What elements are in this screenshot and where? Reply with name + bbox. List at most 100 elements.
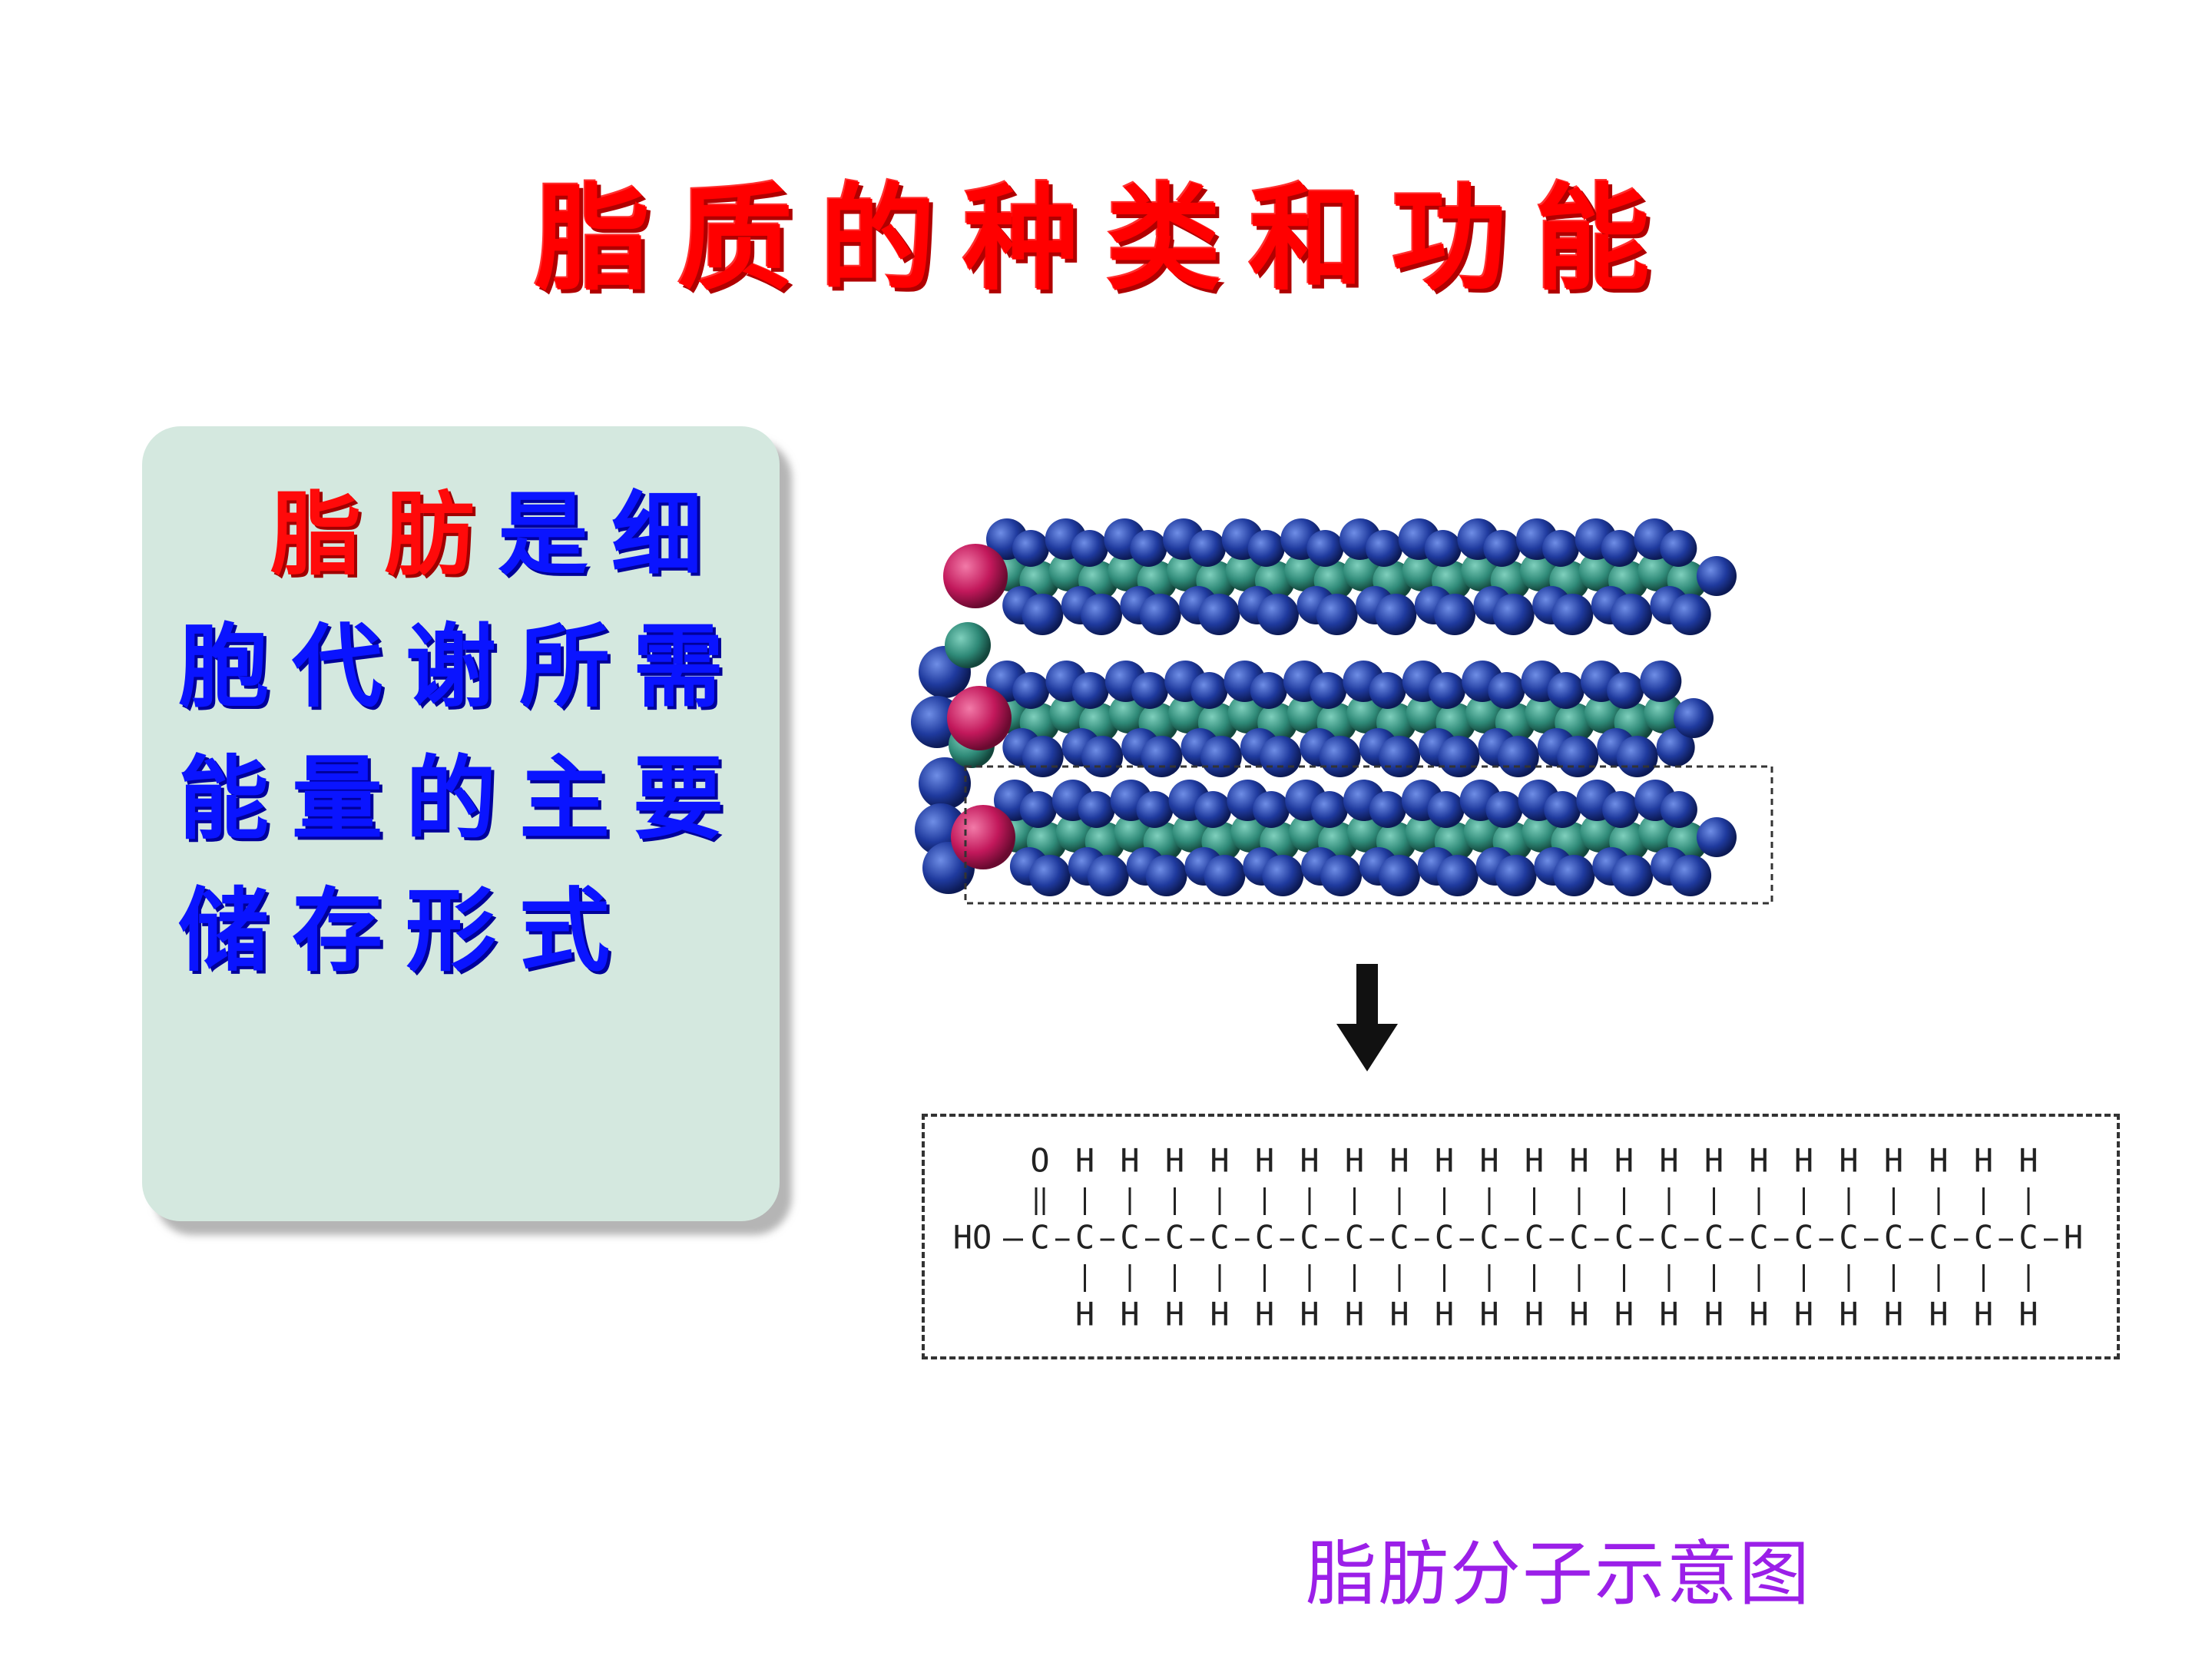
hydrogen-atom: [1669, 594, 1711, 635]
slide-title: 脂质的种类和功能: [534, 173, 1677, 306]
hydrogen-label: H: [1749, 1142, 1768, 1180]
hydrogen-atom: [1483, 530, 1521, 567]
oxygen-label: O: [1030, 1142, 1049, 1180]
hydrogen-atom: [1616, 736, 1658, 777]
hydrogen-atom: [1488, 672, 1525, 709]
hydrogen-atom: [1379, 736, 1421, 777]
hydrogen-atom: [1306, 530, 1344, 567]
hydrogen-atom: [1551, 594, 1594, 635]
hydrogen-label: H: [1435, 1142, 1454, 1180]
hydrogen-label: H: [1479, 1142, 1498, 1180]
hydrogen-atom: [1656, 728, 1695, 767]
hydrogen-atom: [1189, 530, 1226, 567]
hydrogen-atom: [1557, 736, 1599, 777]
hydroxyl-group: HO: [953, 1219, 992, 1257]
carbon-label: C: [1030, 1219, 1049, 1257]
hydrogen-label: H: [1345, 1296, 1364, 1333]
hydrogen-label: H: [1165, 1142, 1184, 1180]
hydrogen-atom: [1310, 791, 1348, 828]
hydrogen-atom: [1253, 791, 1290, 828]
carbon-label: C: [1839, 1219, 1858, 1257]
carbon-label: C: [1120, 1219, 1139, 1257]
hydrogen-label: H: [1794, 1142, 1813, 1180]
hydrogen-label: H: [1255, 1296, 1274, 1333]
hydrogen-atom: [1670, 855, 1712, 896]
oxygen-atom: [951, 805, 1015, 869]
hydrogen-label: H: [1255, 1142, 1274, 1180]
carbon-label: C: [1659, 1219, 1678, 1257]
hydrogen-atom: [1247, 530, 1285, 567]
hydrogen-atom: [1190, 672, 1228, 709]
hydrogen-atom: [1674, 698, 1714, 738]
hydrogen-label: H: [1884, 1142, 1903, 1180]
carbon-label: C: [1210, 1219, 1229, 1257]
hydrogen-atom: [1366, 530, 1402, 567]
hydrogen-atom: [1131, 672, 1168, 709]
hydrogen-atom: [1492, 594, 1535, 635]
carbon-label: C: [1389, 1219, 1409, 1257]
hydrogen-atom: [1495, 855, 1537, 896]
oxygen-atom: [947, 686, 1012, 750]
hydrogen-label: H: [1929, 1142, 1948, 1180]
carbon-label: C: [1479, 1219, 1498, 1257]
hydrogen-atom: [1310, 672, 1347, 709]
hydrogen-atom: [1141, 736, 1183, 777]
hydrogen-atom: [1611, 594, 1652, 635]
hydrogen-atom: [1434, 594, 1475, 635]
hydrogen-atom: [1544, 791, 1581, 828]
figure-caption: 脂肪分子示意图: [1306, 1533, 1812, 1615]
hydrogen-atom: [1087, 855, 1129, 896]
hydrogen-atom: [1602, 791, 1640, 828]
carbon-atom: [945, 622, 991, 668]
carbon-label: C: [1974, 1219, 1993, 1257]
carbon-label: C: [2018, 1219, 2038, 1257]
carbon-label: C: [1884, 1219, 1903, 1257]
hydrogen-label: H: [1569, 1296, 1588, 1333]
carbon-atom: [1644, 694, 1684, 733]
hydrogen-atom: [1369, 791, 1406, 828]
hydrogen-label: H: [2018, 1296, 2038, 1333]
hydrogen-atom: [1319, 736, 1361, 777]
hydrogen-atom: [1375, 594, 1417, 635]
down-arrow-icon: [1336, 964, 1398, 1071]
hydrogen-atom: [1378, 855, 1420, 896]
hydrogen-atom: [1022, 736, 1064, 777]
hydrogen-label: H: [2018, 1142, 2038, 1180]
hydrogen-atom: [1071, 530, 1108, 567]
description-text: 是细胞代谢所需能量的主要储存形式: [178, 482, 747, 984]
oxygen-atom: [943, 544, 1008, 608]
hydrogen-label: H: [1839, 1296, 1858, 1333]
hydrogen-atom: [1485, 791, 1523, 828]
hydrogen-label: H: [1120, 1142, 1139, 1180]
hydrogen-atom: [1660, 530, 1697, 567]
hydrogen-atom: [1369, 672, 1406, 709]
hydrogen-atom: [1081, 594, 1122, 635]
hydrogen-atom: [1136, 791, 1174, 828]
hydrogen-label: H: [1884, 1296, 1903, 1333]
hydrogen-atom: [1145, 855, 1187, 896]
hydrogen-atom: [1204, 855, 1246, 896]
hydrogen-atom: [1012, 672, 1050, 709]
hydrogen-atom: [1611, 855, 1654, 896]
hydrogen-atom: [1198, 594, 1240, 635]
hydrogen-atom: [1553, 855, 1595, 896]
carbon-label: C: [1614, 1219, 1634, 1257]
hydrogen-atom: [1200, 736, 1242, 777]
carbon-label: C: [1929, 1219, 1948, 1257]
hydrogen-atom: [1497, 736, 1539, 777]
highlight-chain-frame: [964, 765, 1773, 905]
carbon-label: C: [1704, 1219, 1724, 1257]
carbon-label: C: [1749, 1219, 1768, 1257]
hydrogen-label: H: [1435, 1296, 1454, 1333]
hydrogen-label: H: [1075, 1296, 1094, 1333]
carbon-label: C: [1300, 1219, 1319, 1257]
fat-molecule-model: [911, 518, 1773, 905]
hydrogen-label: H: [1389, 1142, 1409, 1180]
carbon-label: C: [1075, 1219, 1094, 1257]
hydrogen-atom: [1607, 672, 1644, 709]
carbon-label: C: [1794, 1219, 1813, 1257]
hydrogen-atom: [1139, 594, 1181, 635]
info-text: 脂肪是细胞代谢所需能量的主要储存形式: [178, 469, 747, 997]
hydrogen-label: H: [1075, 1142, 1094, 1180]
hydrogen-atom: [1028, 855, 1071, 896]
